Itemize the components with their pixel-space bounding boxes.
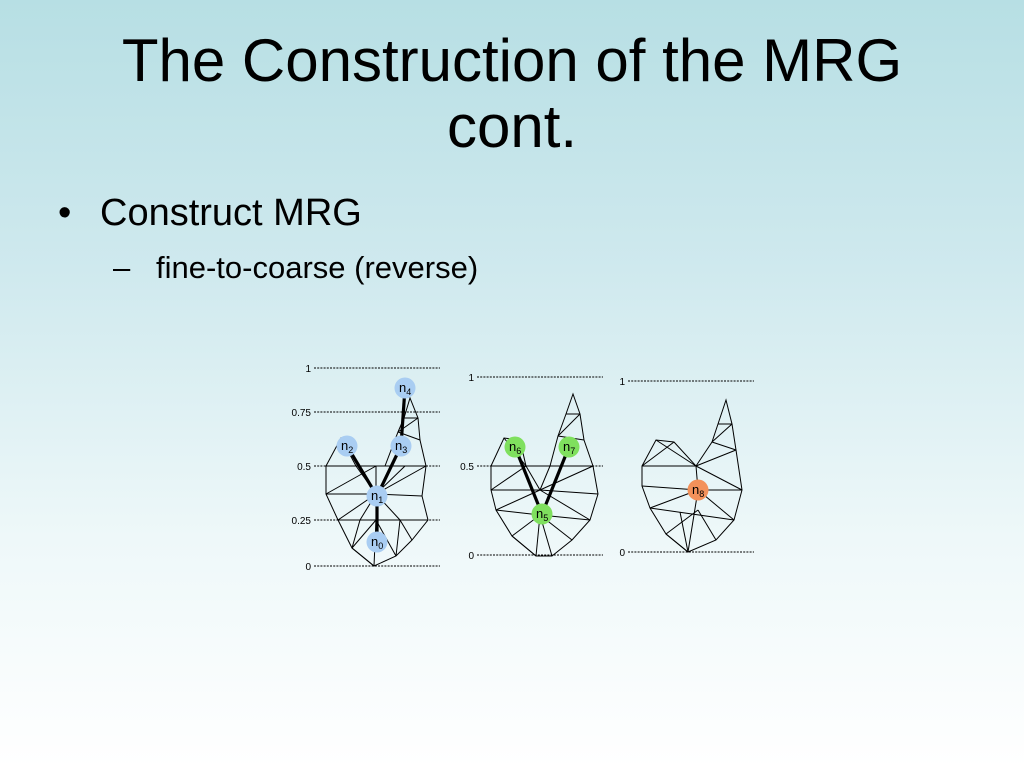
node-label: n — [399, 380, 406, 395]
mesh — [641, 398, 743, 553]
level-label: 0.75 — [292, 408, 312, 419]
node-circle — [336, 435, 358, 457]
node-subscript: 2 — [348, 445, 353, 455]
panel-2: 1 0.5 0 — [460, 373, 603, 562]
node-n3: n3 — [390, 435, 412, 457]
svg-text:n4: n4 — [399, 380, 411, 397]
slide-title: The Construction of the MRG cont. — [40, 28, 984, 160]
node-subscript: 8 — [699, 489, 704, 499]
node-circle — [366, 485, 388, 507]
bullet-item: • Construct MRG — [58, 190, 958, 236]
node-label: n — [509, 439, 516, 454]
node-n1: n1 — [366, 485, 388, 507]
svg-text:n3: n3 — [395, 438, 407, 455]
node-circle — [531, 503, 553, 525]
mrg-edges — [513, 446, 571, 515]
bullet-marker: • — [58, 192, 72, 234]
node-subscript: 1 — [378, 495, 383, 505]
node-circle — [366, 531, 388, 553]
mrg-diagram: 1 0.75 0.5 0.25 0 — [292, 364, 754, 573]
node-n5: n5 — [531, 503, 553, 525]
node-circle — [394, 377, 416, 399]
node-n6: n6 — [504, 436, 526, 458]
node-label: n — [341, 438, 348, 453]
svg-text:n1: n1 — [371, 488, 383, 505]
bullet-list: • Construct MRG – fine-to-coarse (revers… — [58, 190, 958, 288]
mesh — [490, 392, 599, 557]
node-subscript: 6 — [516, 446, 521, 456]
node-subscript: 5 — [543, 513, 548, 523]
node-n8: n8 — [687, 479, 709, 501]
node-label: n — [536, 506, 543, 521]
node-circle — [504, 436, 526, 458]
node-label: n — [371, 534, 378, 549]
level-label: 1 — [468, 373, 474, 384]
node-subscript: 3 — [402, 445, 407, 455]
svg-text:n5: n5 — [536, 506, 548, 523]
level-label: 1 — [305, 364, 311, 375]
node-n7: n7 — [558, 436, 580, 458]
level-label: 0 — [468, 551, 474, 562]
level-label: 0.25 — [292, 516, 312, 527]
svg-text:n2: n2 — [341, 438, 353, 455]
node-subscript: 7 — [570, 446, 575, 456]
level-label: 0 — [305, 562, 311, 573]
level-label: 1 — [619, 377, 625, 388]
node-label: n — [563, 439, 570, 454]
node-circle — [687, 479, 709, 501]
node-circle — [390, 435, 412, 457]
sub-bullet-text: fine-to-coarse (reverse) — [156, 250, 479, 285]
node-n4: n4 — [394, 377, 416, 399]
level-label: 0.5 — [297, 462, 311, 473]
panel-1: 1 0.75 0.5 0.25 0 — [292, 364, 440, 573]
title-line-2: cont. — [446, 93, 578, 160]
svg-text:n7: n7 — [563, 439, 575, 456]
node-n2: n2 — [336, 435, 358, 457]
panel-3: 1 0 n8 — [619, 377, 754, 559]
svg-text:n6: n6 — [509, 439, 521, 456]
level-label: 0 — [619, 548, 625, 559]
node-label: n — [395, 438, 402, 453]
node-circle — [558, 436, 580, 458]
bullet-text: Construct MRG — [100, 192, 362, 234]
svg-text:n0: n0 — [371, 534, 383, 551]
sub-bullet-marker: – — [113, 250, 131, 285]
sub-bullet-item: – fine-to-coarse (reverse) — [58, 248, 958, 288]
title-line-1: The Construction of the MRG — [121, 27, 903, 94]
svg-text:n8: n8 — [692, 482, 704, 499]
node-label: n — [692, 482, 699, 497]
node-n0: n0 — [366, 531, 388, 553]
node-label: n — [371, 488, 378, 503]
level-label: 0.5 — [460, 462, 474, 473]
node-subscript: 4 — [406, 387, 411, 397]
node-subscript: 0 — [378, 541, 383, 551]
